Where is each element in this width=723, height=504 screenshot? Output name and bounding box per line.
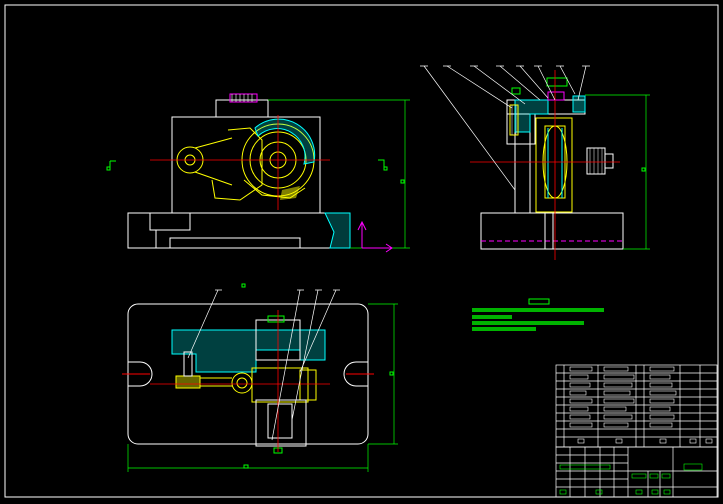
- side-base: [480, 212, 624, 250]
- side-clamp-hatch: [514, 99, 549, 133]
- front-clamp-hatch: [254, 118, 316, 165]
- side-leader-lines: [420, 65, 590, 191]
- top-view: [122, 283, 398, 472]
- title-block: [555, 446, 718, 498]
- title-block-entries: [559, 463, 703, 495]
- front-arrow-symbol: [357, 220, 393, 253]
- side-workpiece: [535, 117, 573, 213]
- parts-list-entries: [569, 366, 713, 444]
- front-base-hatch: [324, 212, 351, 249]
- top-body-hatch: [171, 329, 326, 373]
- front-view: [106, 93, 410, 253]
- top-workpiece: [175, 367, 317, 403]
- knurled-nut: [229, 93, 258, 103]
- side-view: [420, 65, 650, 260]
- top-leader-lines: [187, 289, 340, 441]
- technical-notes: [472, 298, 604, 331]
- top-base-plate: [127, 303, 369, 445]
- sheet-border: [4, 4, 719, 498]
- parts-list-table: [555, 364, 718, 448]
